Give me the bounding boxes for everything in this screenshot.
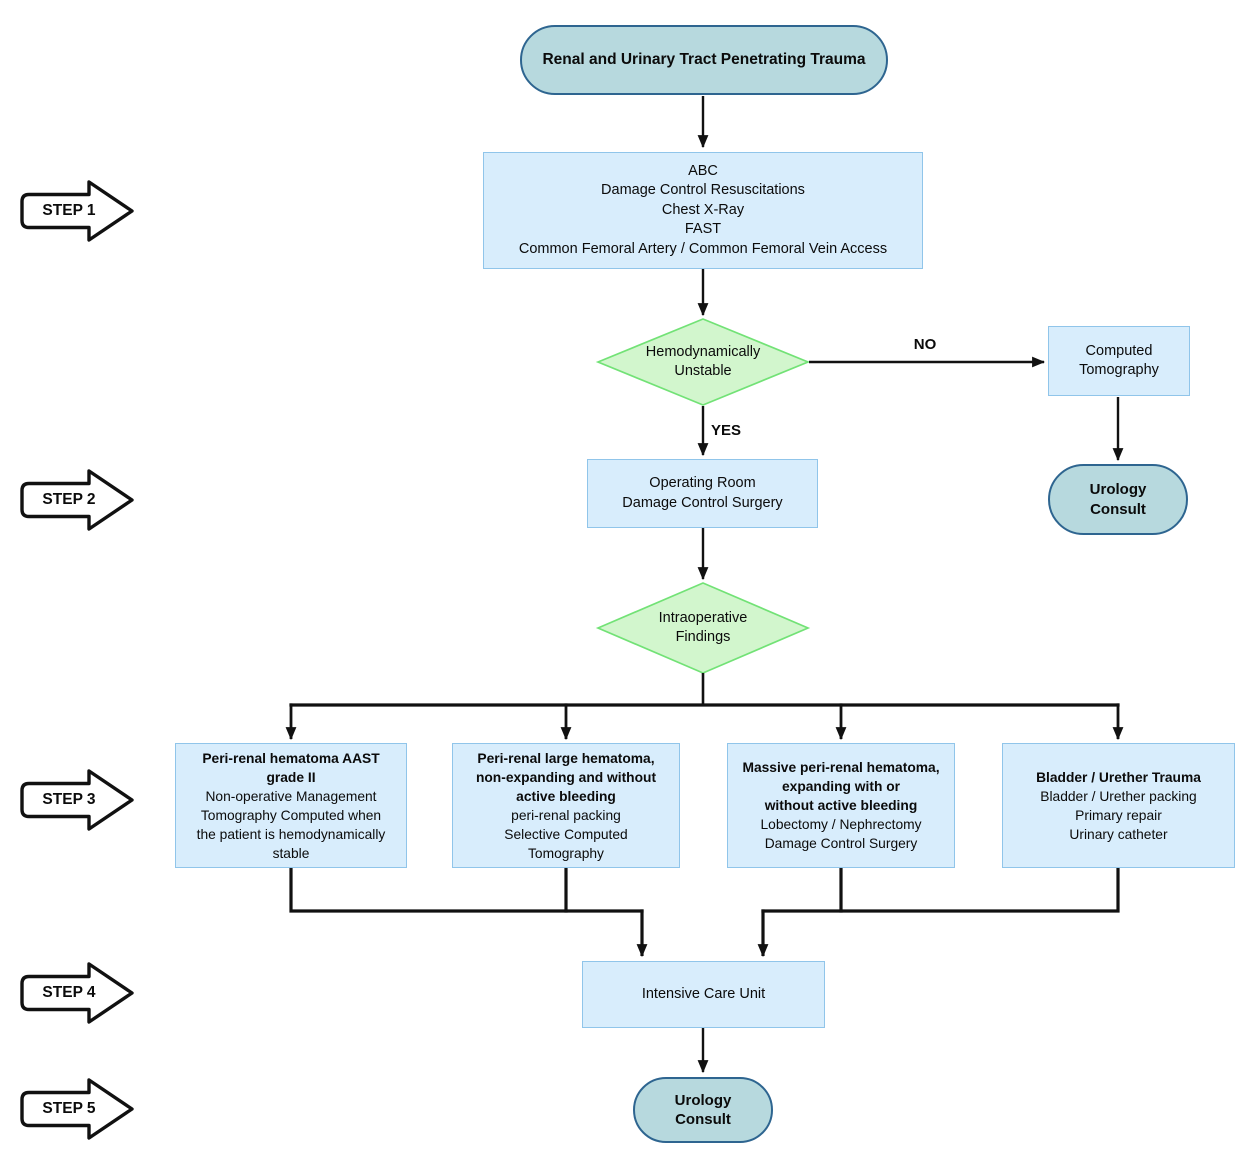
computed-tomography-box: Computed Tomography (1048, 326, 1190, 396)
step-arrow-shape (20, 469, 134, 531)
edge-label-yes: YES (711, 422, 742, 439)
step-2-label: STEP 2 (42, 491, 96, 508)
decision-intraoperative-findings: Intraoperative Findings (658, 609, 748, 646)
decision-hemodynamically-unstable: Hemodynamically Unstable (645, 343, 761, 380)
outcome-1-title: Peri-renal hematoma AAST grade II (202, 750, 380, 785)
start-node: Renal and Urinary Tract Penetrating Trau… (520, 25, 888, 95)
edge-merge-left (289, 868, 644, 913)
icu-box: Intensive Care Unit (582, 961, 825, 1028)
decision-diamond-unstable (595, 318, 811, 406)
outcome-box-4: Bladder / Urether Trauma Bladder / Ureth… (1002, 743, 1235, 868)
urology-consult-node-bottom: Urology Consult (633, 1077, 773, 1143)
outcome-4-title: Bladder / Urether Trauma (1036, 769, 1201, 785)
initial-management-box: ABC Damage Control Resuscitations Chest … (483, 152, 923, 269)
decision-diamond-intraop (595, 582, 811, 674)
outcome-1-body: Non-operative Management Tomography Comp… (196, 788, 386, 861)
step-5-label: STEP 5 (42, 1100, 96, 1117)
outcome-3-title: Massive peri-renal hematoma, expanding w… (742, 760, 940, 813)
outcome-box-3: Massive peri-renal hematoma, expanding w… (727, 743, 955, 868)
step-3-arrow: STEP 3 (18, 764, 136, 836)
step-arrow-shape (20, 962, 134, 1024)
step-1-arrow: STEP 1 (18, 175, 136, 247)
step-5-arrow: STEP 5 (18, 1073, 136, 1145)
operating-room-box: Operating Room Damage Control Surgery (587, 459, 818, 528)
outcome-3-body: Lobectomy / Nephrectomy Damage Control S… (760, 817, 922, 851)
step-2-arrow: STEP 2 (18, 464, 136, 536)
step-4-label: STEP 4 (42, 984, 96, 1001)
step-arrow-shape (20, 769, 134, 831)
step-3-label: STEP 3 (42, 791, 96, 808)
outcome-2-body: peri-renal packing Selective Computed To… (504, 807, 628, 861)
edge-merge-right (761, 868, 1120, 913)
step-1-label: STEP 1 (42, 202, 96, 219)
step-arrow-shape (20, 180, 134, 242)
outcome-box-2: Peri-renal large hematoma, non-expanding… (452, 743, 680, 868)
step-4-arrow: STEP 4 (18, 957, 136, 1029)
urology-consult-node-right: Urology Consult (1048, 464, 1188, 535)
edge-label-no: NO (913, 336, 937, 353)
outcome-box-1: Peri-renal hematoma AAST grade II Non-op… (175, 743, 407, 868)
outcome-2-title: Peri-renal large hematoma, non-expanding… (475, 750, 657, 804)
outcome-4-body: Bladder / Urether packing Primary repair… (1040, 788, 1197, 842)
step-arrow-shape (20, 1078, 134, 1140)
